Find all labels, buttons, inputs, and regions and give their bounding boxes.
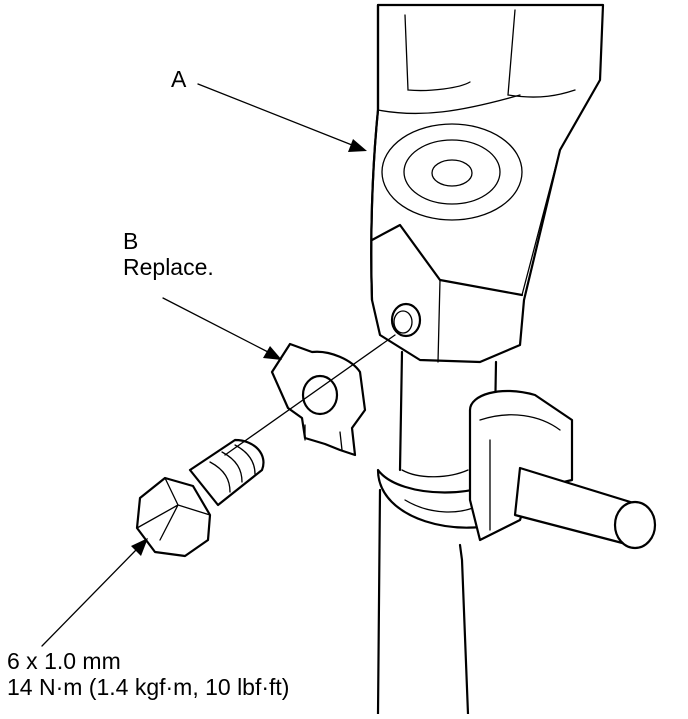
callout-b-label: B bbox=[123, 228, 139, 254]
leader-arrow-b bbox=[162, 297, 282, 360]
callout-b-note: Replace. bbox=[123, 254, 214, 280]
alignment-axis-line bbox=[224, 334, 396, 456]
bolt-size-spec: 6 x 1.0 mm bbox=[7, 648, 121, 674]
leader-arrow-a bbox=[197, 83, 367, 152]
arm-bracket-a bbox=[370, 3, 605, 364]
torque-spec: 14 N·m (1.4 kgf·m, 10 lbf·ft) bbox=[7, 674, 290, 700]
lock-tab-washer-b bbox=[270, 342, 367, 457]
callout-a-label: A bbox=[171, 66, 187, 92]
yoke-assembly bbox=[468, 389, 657, 550]
flange-bolt bbox=[135, 438, 265, 558]
leader-arrow-bolt bbox=[41, 538, 148, 647]
